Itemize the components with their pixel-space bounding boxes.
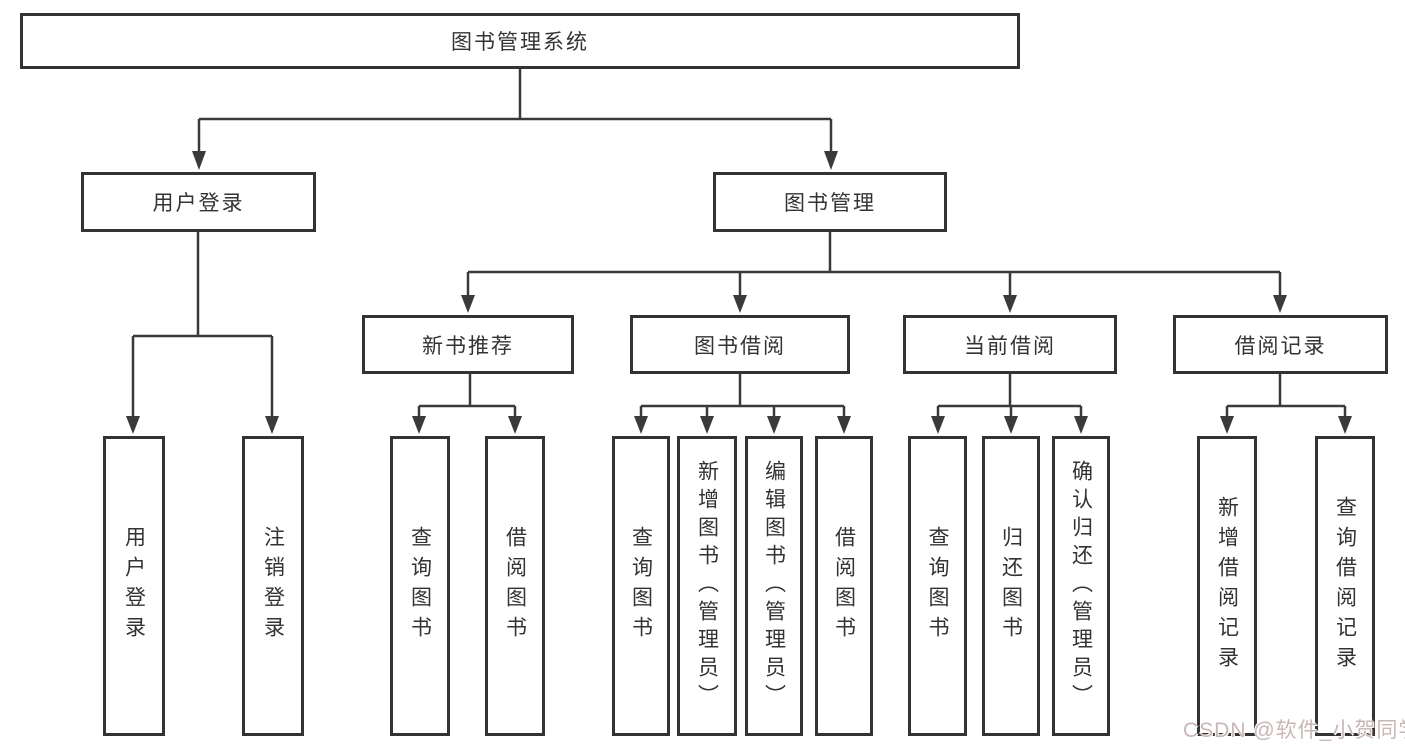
node-label: 当前借阅 bbox=[964, 334, 1056, 358]
leaf-label: 编辑图书（管理员） bbox=[762, 460, 786, 712]
leaf-user-login: 用户登录 bbox=[103, 436, 165, 736]
leaf-label: 归还图书 bbox=[999, 526, 1023, 646]
leaf-label: 借阅图书 bbox=[503, 526, 527, 646]
leaf-label: 新增图书（管理员） bbox=[695, 460, 719, 712]
csdn-watermark: CSDN @软件_小贺同学 bbox=[1183, 719, 1405, 742]
leaf-confirm-return-admin: 确认归还（管理员） bbox=[1052, 436, 1110, 736]
node-label: 新书推荐 bbox=[422, 334, 514, 358]
leaf-query-books-recommend: 查询图书 bbox=[390, 436, 450, 736]
leaf-label: 查询借阅记录 bbox=[1333, 496, 1357, 676]
node-label: 借阅记录 bbox=[1234, 334, 1327, 358]
node-book-management: 图书管理 bbox=[713, 172, 947, 232]
node-current-borrowing: 当前借阅 bbox=[903, 315, 1117, 374]
node-new-book-recommend: 新书推荐 bbox=[362, 315, 574, 374]
leaf-logout: 注销登录 bbox=[242, 436, 304, 736]
node-label: 图书借阅 bbox=[694, 334, 786, 358]
leaf-borrow-books: 借阅图书 bbox=[815, 436, 873, 736]
leaf-label: 借阅图书 bbox=[832, 526, 856, 646]
leaf-label: 查询图书 bbox=[629, 526, 653, 646]
leaf-query-books-borrowing: 查询图书 bbox=[612, 436, 670, 736]
node-label: 用户登录 bbox=[152, 192, 245, 215]
leaf-label: 用户登录 bbox=[122, 526, 146, 646]
node-label: 图书管理 bbox=[784, 192, 876, 215]
leaf-query-borrow-record: 查询借阅记录 bbox=[1315, 436, 1375, 736]
leaf-edit-book-admin: 编辑图书（管理员） bbox=[745, 436, 803, 736]
leaf-label: 注销登录 bbox=[261, 526, 285, 646]
leaf-add-book-admin: 新增图书（管理员） bbox=[677, 436, 737, 736]
leaf-return-book: 归还图书 bbox=[982, 436, 1040, 736]
node-borrowing-records: 借阅记录 bbox=[1173, 315, 1388, 374]
leaf-query-books-current: 查询图书 bbox=[908, 436, 967, 736]
leaf-label: 查询图书 bbox=[408, 526, 432, 646]
leaf-add-borrow-record: 新增借阅记录 bbox=[1197, 436, 1257, 736]
node-book-borrowing: 图书借阅 bbox=[630, 315, 850, 374]
leaf-label: 新增借阅记录 bbox=[1215, 496, 1239, 676]
leaf-label: 确认归还（管理员） bbox=[1069, 460, 1093, 712]
node-label: 图书管理系统 bbox=[451, 31, 589, 54]
node-user-login-module: 用户登录 bbox=[81, 172, 316, 232]
node-library-management-system: 图书管理系统 bbox=[20, 13, 1020, 69]
leaf-label: 查询图书 bbox=[926, 526, 949, 646]
leaf-borrow-books-recommend: 借阅图书 bbox=[485, 436, 545, 736]
